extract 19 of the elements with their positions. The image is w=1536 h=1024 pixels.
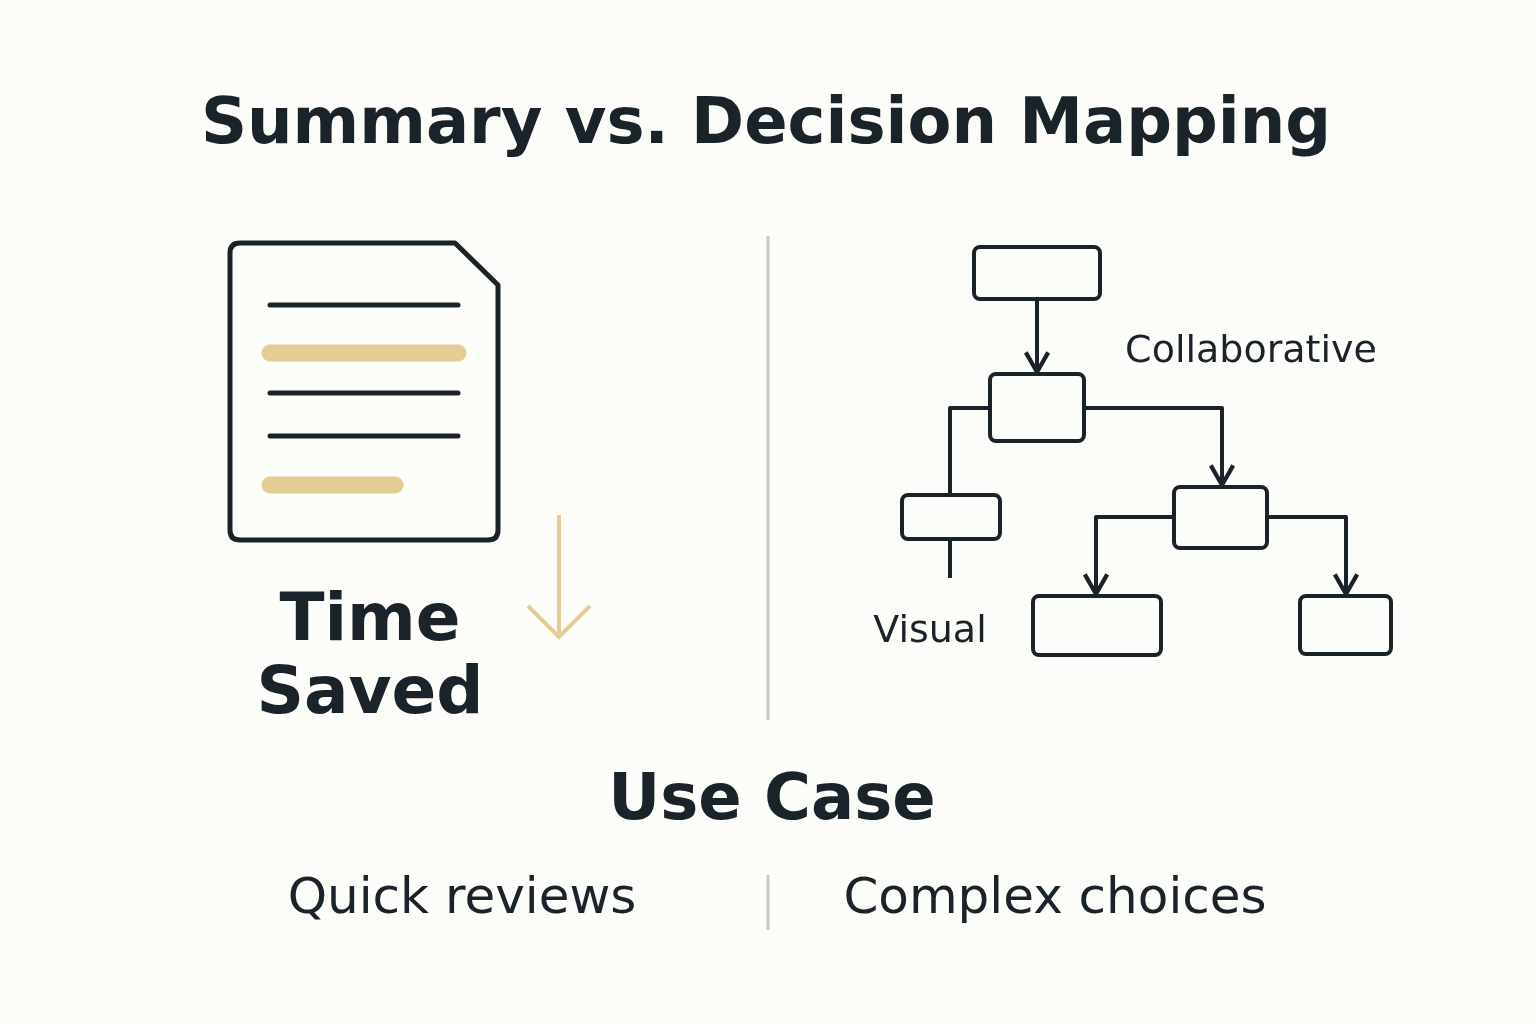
flowchart-box bbox=[988, 372, 1086, 443]
metric-label: Time Saved bbox=[255, 582, 485, 728]
flowchart-box bbox=[1298, 594, 1393, 656]
arrow bbox=[1086, 406, 1236, 488]
connector-line bbox=[948, 406, 988, 493]
flowchart-box bbox=[972, 245, 1102, 301]
arrow bbox=[1023, 301, 1051, 375]
side-label: Collaborative bbox=[1125, 327, 1377, 371]
flowchart-box bbox=[900, 493, 1002, 541]
arrow bbox=[1082, 515, 1172, 597]
side-label: Visual bbox=[873, 607, 987, 651]
arrow bbox=[1269, 515, 1360, 597]
use-case-text: Complex choices bbox=[843, 867, 1267, 925]
flowchart-box bbox=[1172, 485, 1269, 550]
title: Summary vs. Decision Mapping bbox=[200, 84, 1332, 158]
flowchart-box bbox=[1031, 594, 1163, 657]
connector-line bbox=[948, 541, 952, 578]
section-heading: Use Case bbox=[608, 760, 936, 834]
use-case-text: Quick reviews bbox=[287, 867, 637, 925]
